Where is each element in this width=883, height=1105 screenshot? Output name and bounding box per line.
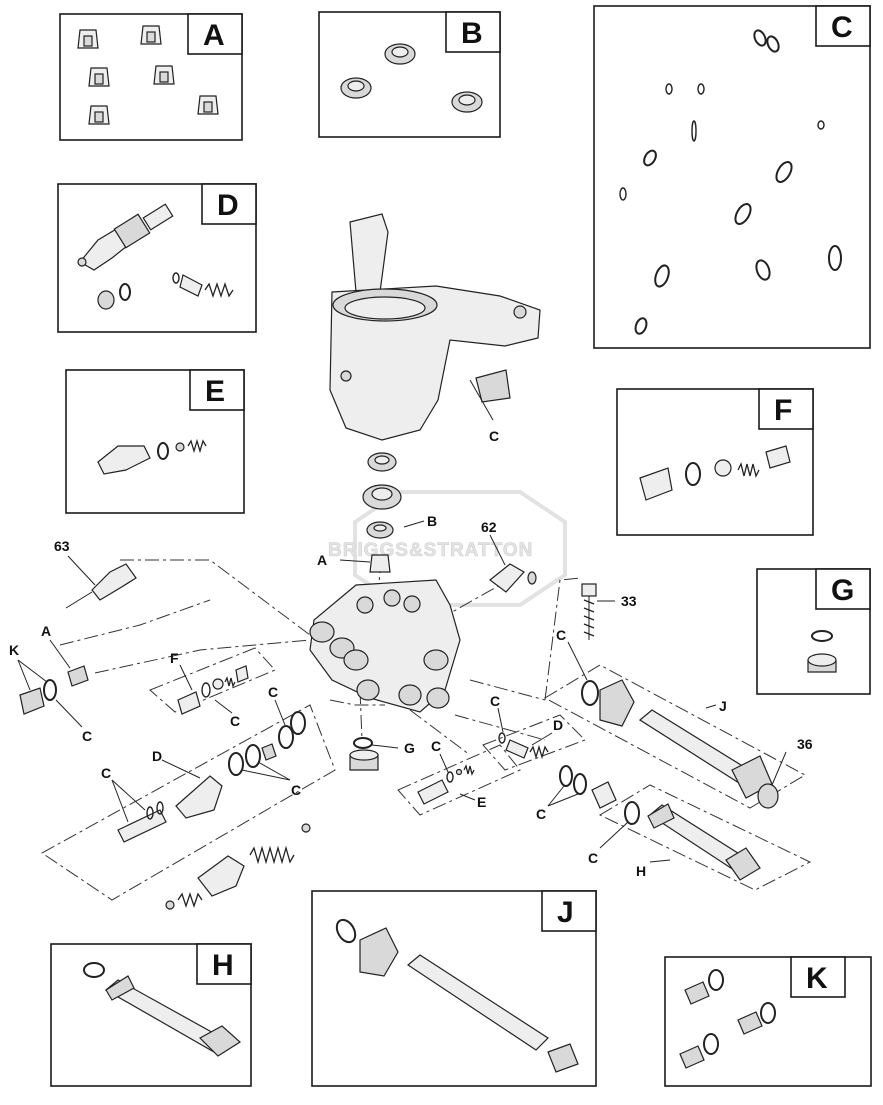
- callout-a-left: A: [41, 623, 51, 639]
- kit-tag-g: [815, 568, 871, 610]
- check-valve-group: [97, 438, 207, 475]
- bolt-33: [581, 583, 597, 640]
- fitting-62: [489, 563, 537, 593]
- callout-d: D: [152, 748, 162, 764]
- kit-tag-c: [815, 5, 871, 47]
- kit-tag-a-label: A: [203, 19, 225, 52]
- plug-group-k: [679, 969, 776, 1069]
- d-parts-left: [117, 711, 311, 910]
- kit-box-h: H: [50, 943, 252, 1087]
- nozzle-group: [77, 25, 219, 125]
- thermal-relief-63: [65, 563, 137, 609]
- pump-housing: [329, 213, 541, 441]
- kit-box-e: E: [65, 369, 245, 514]
- callout-j: J: [719, 698, 727, 714]
- kit-tag-k: [790, 956, 846, 998]
- callout-d-right: D: [553, 717, 563, 733]
- callout-labels: C B A 62 63 A K C 33 C J 36 F C C D C C …: [9, 428, 813, 879]
- kit-box-d: D: [57, 183, 257, 333]
- manifold-tube-j: [335, 918, 579, 1073]
- manifold-h-main: [647, 803, 761, 881]
- manifold-j-main: [581, 679, 779, 809]
- leader-lines: [17, 379, 787, 863]
- d-parts-right: [498, 732, 549, 760]
- callout-c-housing: C: [489, 428, 499, 444]
- kit-tag-a: [187, 13, 243, 55]
- callout-a: A: [317, 552, 327, 568]
- callout-c-right-top: C: [556, 627, 566, 643]
- callout-f: F: [170, 650, 179, 666]
- callout-c-right-mid: C: [490, 693, 500, 709]
- o-ring-group: [619, 29, 842, 335]
- callout-c-d-left: C: [101, 765, 111, 781]
- kit-tag-h: [196, 943, 252, 985]
- callout-h: H: [636, 863, 646, 879]
- kit-tag-b: [445, 11, 501, 53]
- kit-box-a: A: [59, 13, 243, 141]
- callout-e: E: [477, 794, 486, 810]
- kit-tag-h-label: H: [212, 949, 234, 982]
- callout-c-f: C: [230, 713, 240, 729]
- kit-tag-e-label: E: [205, 375, 225, 408]
- kit-tag-f: [758, 388, 814, 430]
- kit-tag-f-label: F: [774, 394, 792, 427]
- callout-c-e: C: [431, 738, 441, 754]
- callout-36: 36: [797, 736, 813, 752]
- kit-tag-c-label: C: [831, 11, 853, 44]
- callout-g: G: [404, 740, 415, 756]
- callout-b: B: [427, 513, 437, 529]
- callout-62: 62: [481, 519, 497, 535]
- callout-c-upper-mid: C: [268, 684, 278, 700]
- callout-c-left: C: [82, 728, 92, 744]
- kit-tag-e: [189, 369, 245, 411]
- callout-c-right-bottom: C: [588, 850, 598, 866]
- kit-box-k: K: [664, 956, 872, 1087]
- kit-tag-j-label: J: [557, 896, 574, 929]
- kit-tag-j: [541, 890, 597, 932]
- callout-63: 63: [54, 538, 70, 554]
- plug-valve-group: [639, 445, 791, 501]
- f-parts-mid: [177, 665, 249, 715]
- callout-k: K: [9, 642, 19, 658]
- callout-33: 33: [621, 593, 637, 609]
- e-parts-mid: [417, 764, 475, 805]
- drain-plug-group: [807, 630, 837, 673]
- drain-plug-mid: [349, 737, 379, 771]
- manifold-tube-h: [83, 962, 241, 1057]
- kit-box-b: B: [318, 11, 501, 138]
- kit-tag-k-label: K: [806, 962, 828, 995]
- callout-c-right-low: C: [536, 806, 546, 822]
- kit-box-f: F: [616, 388, 814, 536]
- kit-tag-g-label: G: [831, 574, 854, 607]
- kit-tag-d-label: D: [217, 189, 239, 222]
- kit-tag-b-label: B: [461, 17, 483, 50]
- callout-c-d-right: C: [291, 782, 301, 798]
- seal-stack: [362, 452, 402, 573]
- c-parts-right: [559, 765, 640, 825]
- kit-box-g: G: [756, 568, 871, 695]
- plug-parts-left: [19, 665, 89, 715]
- kit-box-j: J: [311, 890, 597, 1087]
- seal-group: [340, 43, 483, 113]
- watermark-text: BRIGGS&STRATTON: [328, 540, 533, 561]
- pump-manifold: [309, 579, 461, 713]
- assembly-lines: [41, 559, 812, 901]
- unloader-valve-group: [77, 203, 234, 310]
- kit-tag-d: [201, 183, 257, 225]
- kit-box-c: C: [593, 5, 871, 349]
